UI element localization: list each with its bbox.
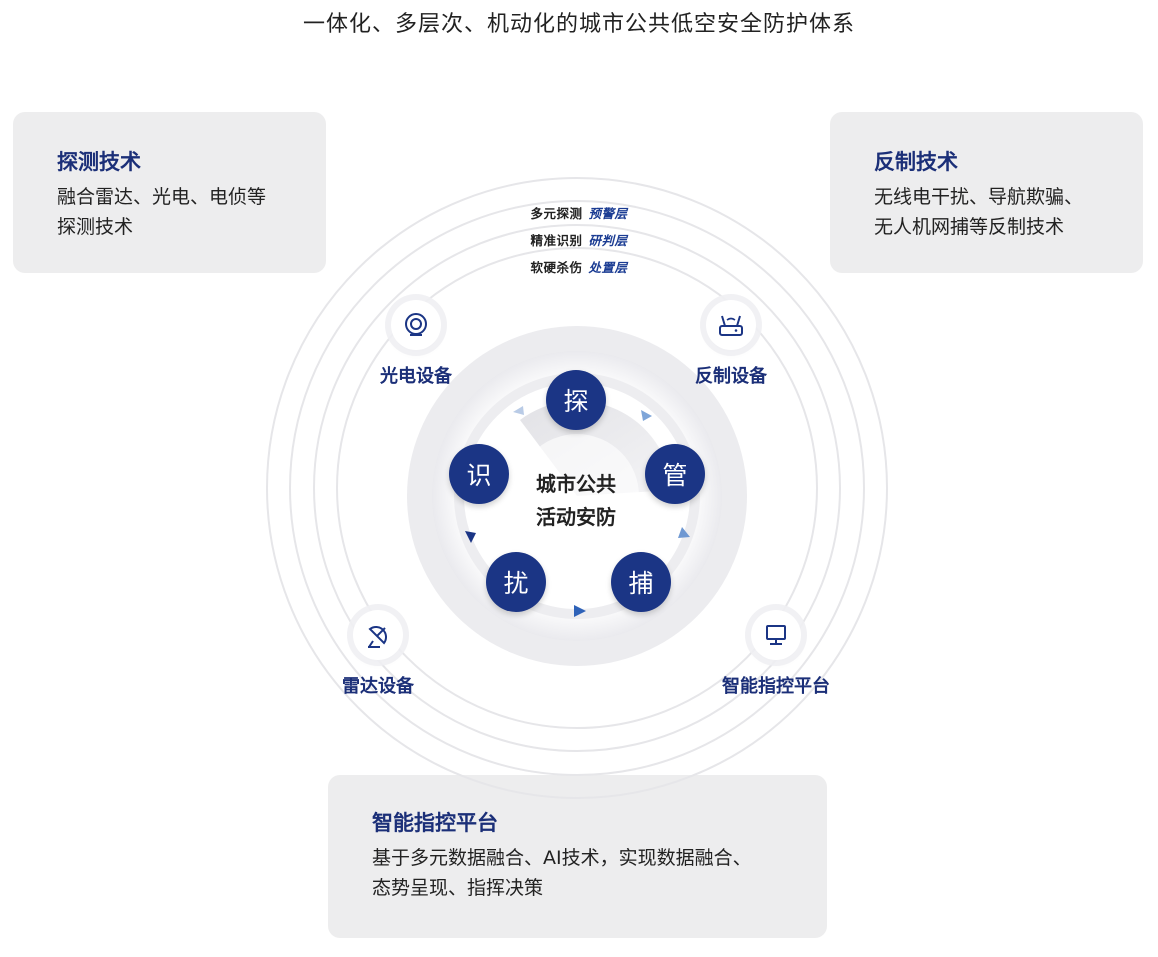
radar-dish-icon <box>368 626 387 648</box>
device-radar-label: 雷达设备 <box>342 676 414 697</box>
camera-icon <box>405 313 427 336</box>
platform-line: 基于多元数据融合、AI技术，实现数据融合、 <box>372 847 752 869</box>
detection-tech-text: 融合雷达、光电、电侦等 探测技术 <box>57 182 326 242</box>
cycle-arrow-icon <box>513 406 524 415</box>
outer-ring <box>289 200 865 776</box>
platform-text: 基于多元数据融合、AI技术，实现数据融合、 态势呈现、指挥决策 <box>372 843 827 903</box>
platform-box: 智能指控平台 基于多元数据融合、AI技术，实现数据融合、 态势呈现、指挥决策 <box>328 775 827 938</box>
counter-tech-line: 无人机网捕等反制技术 <box>874 216 1065 238</box>
cycle-node-identify: 识 <box>449 444 509 504</box>
layer-analysis: 精准识别研判层 <box>0 230 1158 249</box>
layer-disposal: 软硬杀伤处置层 <box>0 257 1158 276</box>
outer-ring <box>266 177 888 799</box>
outer-ring <box>313 224 841 752</box>
device-platform: 智能指控平台 <box>701 610 851 698</box>
cycle-arrow-icon <box>574 605 586 617</box>
center-label: 城市公共 活动安防 <box>500 468 652 534</box>
center-label-line: 活动安防 <box>536 505 616 529</box>
router-icon <box>719 315 743 336</box>
counter-tech-title: 反制技术 <box>874 150 958 174</box>
cycle-node-manage: 管 <box>645 444 705 504</box>
device-radar: 雷达设备 <box>303 610 453 698</box>
layer-warning: 多元探测预警层 <box>0 203 1158 222</box>
monitor-icon <box>766 625 786 645</box>
detection-tech-box: 探测技术 融合雷达、光电、电侦等 探测技术 <box>13 112 326 273</box>
cycle-node-detect: 探 <box>546 370 606 430</box>
center-label-line: 城市公共 <box>536 472 616 496</box>
center-hub <box>515 434 639 558</box>
device-platform-label: 智能指控平台 <box>722 676 830 697</box>
page-title: 一体化、多层次、机动化的城市公共低空安全防护体系 <box>302 12 855 37</box>
outer-ring <box>336 247 818 729</box>
layer-desc: 软硬杀伤 <box>530 260 583 275</box>
cycle-arrow-icon <box>465 531 476 543</box>
cycle-node-jam: 扰 <box>486 552 546 612</box>
counter-tech-text: 无线电干扰、导航欺骗、 无人机网捕等反制技术 <box>874 182 1143 242</box>
platform-title: 智能指控平台 <box>372 811 498 835</box>
cycle-arrow-icon <box>641 410 652 421</box>
detection-tech-line: 融合雷达、光电、电侦等 <box>57 186 267 208</box>
detection-tech-line: 探测技术 <box>57 216 134 238</box>
layer-name: 研判层 <box>588 233 628 248</box>
cycle-node-capture: 捕 <box>611 552 671 612</box>
layer-desc: 精准识别 <box>530 233 583 248</box>
layer-name: 处置层 <box>588 260 628 275</box>
device-countermeasure-label: 反制设备 <box>695 366 767 387</box>
device-optical: 光电设备 <box>341 300 491 388</box>
platform-line: 态势呈现、指挥决策 <box>372 877 544 899</box>
device-countermeasure: 反制设备 <box>656 300 806 388</box>
counter-tech-box: 反制技术 无线电干扰、导航欺骗、 无人机网捕等反制技术 <box>830 112 1143 273</box>
counter-tech-line: 无线电干扰、导航欺骗、 <box>874 186 1084 208</box>
device-optical-label: 光电设备 <box>380 366 452 387</box>
cycle-arrow-icon <box>678 527 690 538</box>
layer-desc: 多元探测 <box>530 206 583 221</box>
layer-name: 预警层 <box>588 206 628 221</box>
detection-tech-title: 探测技术 <box>57 150 141 174</box>
